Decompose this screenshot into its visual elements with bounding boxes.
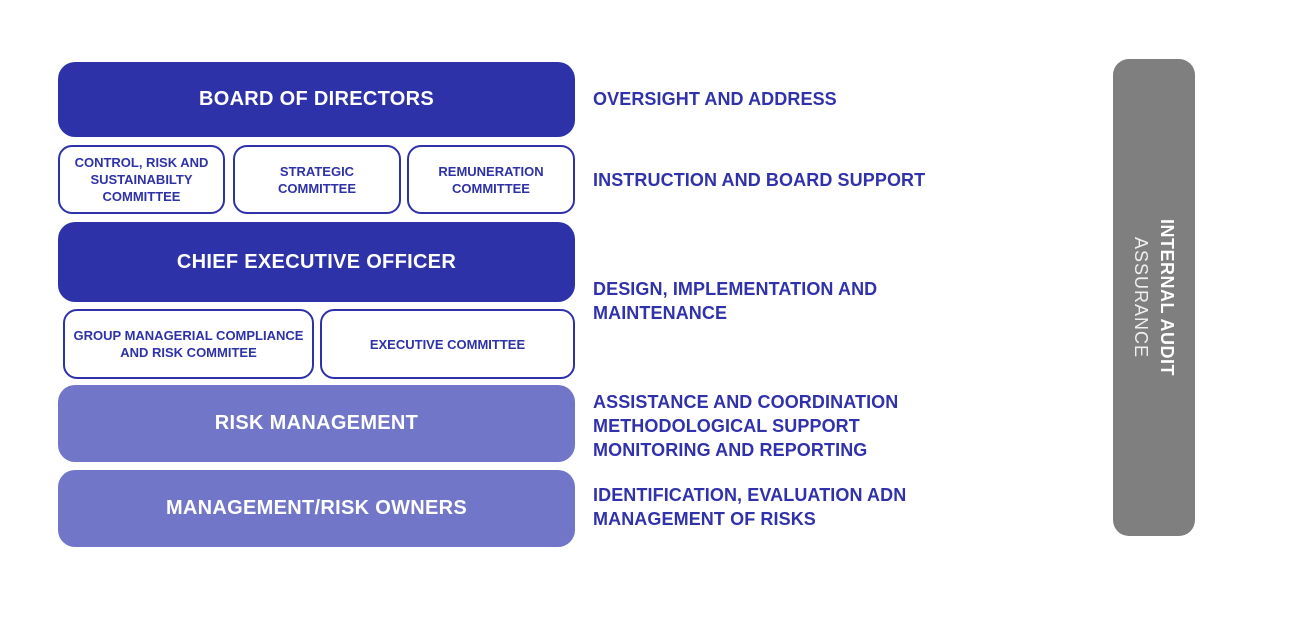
internal-audit-label: INTERNAL AUDIT <box>1157 219 1177 376</box>
annotation-design-implementation-maintenance: DESIGN, IMPLEMENTATION AND MAINTENANCE <box>593 279 878 323</box>
internal-audit-bar-text: INTERNAL AUDIT ASSURANCE <box>1128 219 1180 376</box>
strategic-committee-box: STRATEGIC COMMITTEE <box>233 145 401 214</box>
risk-management-box: RISK MANAGEMENT <box>58 385 575 462</box>
control-risk-sustainability-committee-box: CONTROL, RISK AND SUSTAINABILTY COMMITTE… <box>58 145 225 214</box>
chief-executive-officer-box: CHIEF EXECUTIVE OFFICER <box>58 222 575 302</box>
annotation-instruction-and-board-support: INSTRUCTION AND BOARD SUPPORT <box>593 170 926 190</box>
management-risk-owners-box: MANAGEMENT/RISK OWNERS <box>58 470 575 547</box>
annotation-oversight-and-address: OVERSIGHT AND ADDRESS <box>593 89 837 109</box>
annotation-identification-evaluation-management: IDENTIFICATION, EVALUATION ADN MANAGEMEN… <box>593 485 907 529</box>
group-managerial-compliance-risk-committee-box: GROUP MANAGERIAL COMPLIANCE AND RISK COM… <box>63 309 314 379</box>
board-of-directors-box: BOARD OF DIRECTORS <box>58 62 575 137</box>
remuneration-committee-box: REMUNERATION COMMITTEE <box>407 145 575 214</box>
annotation-assistance-coordination-support: ASSISTANCE AND COORDINATION METHODOLOGIC… <box>593 392 899 460</box>
executive-committee-box: EXECUTIVE COMMITTEE <box>320 309 575 379</box>
internal-audit-bar: INTERNAL AUDIT ASSURANCE <box>1113 59 1195 536</box>
assurance-label: ASSURANCE <box>1131 236 1151 359</box>
